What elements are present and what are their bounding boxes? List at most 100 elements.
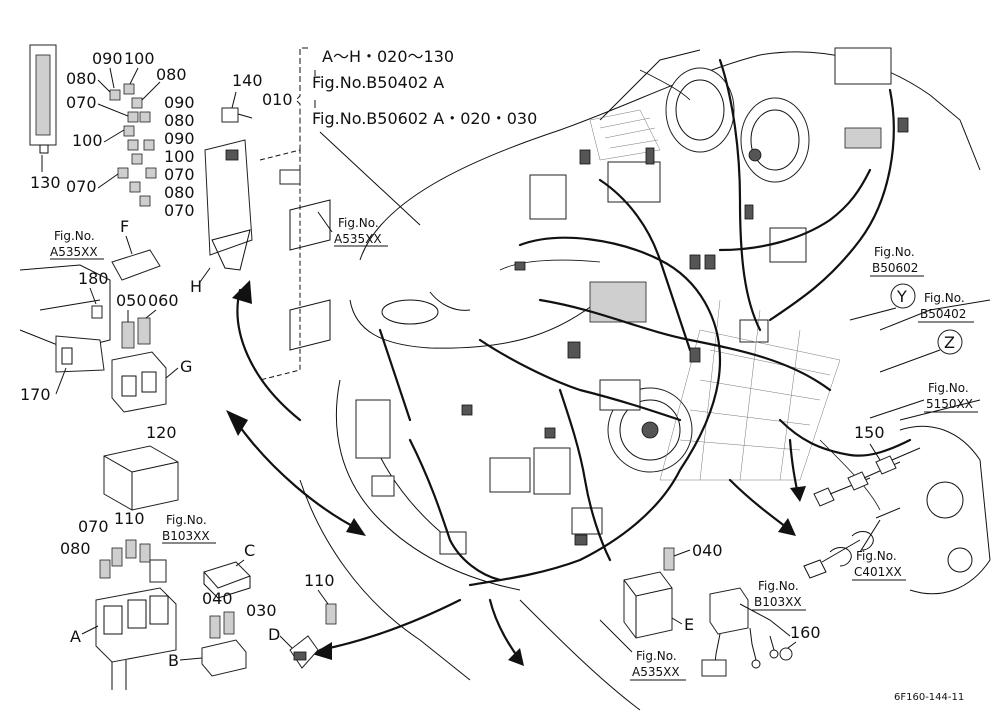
- arrow-e-curve: [728, 478, 792, 532]
- holder-g-cavity: [121, 375, 137, 397]
- fuse: [143, 139, 155, 151]
- mount-plate-2: [289, 299, 331, 351]
- transmission-port: [926, 481, 964, 519]
- fig-ref-code: A535XX: [632, 665, 680, 679]
- fig-ref-code: B50402: [920, 307, 966, 321]
- flow-arrows: [226, 280, 806, 666]
- fig-ref-label: Fig.No.: [338, 216, 379, 230]
- fuse: [131, 97, 143, 109]
- holder-b: [201, 639, 247, 677]
- solenoid-group: Fig.No. B103XX 160: [701, 579, 821, 677]
- letter-y: Y: [896, 287, 907, 306]
- connector-block: [844, 127, 882, 149]
- mount-plate: [289, 199, 331, 251]
- alternator-hub: [641, 421, 659, 439]
- fig-ref-b50602: Fig.No. B50602 Y: [849, 245, 924, 321]
- part-label-100: 100: [72, 131, 103, 150]
- leader: [129, 67, 139, 85]
- shield-net-top: [589, 109, 661, 161]
- fuse: [125, 539, 137, 559]
- part-label-150: 150: [854, 423, 885, 442]
- letter-c: C: [244, 541, 255, 560]
- nut-160: [779, 647, 793, 661]
- harness-plug: [897, 117, 909, 133]
- bracket-h: [204, 139, 253, 256]
- harness-wire-1: [499, 259, 601, 271]
- part-label-010: 010: [262, 90, 293, 109]
- fuse: [127, 111, 139, 123]
- leader: [849, 307, 897, 321]
- leader: [141, 81, 161, 101]
- harness-plug: [645, 147, 655, 165]
- fig-ref-label: Fig.No.: [636, 649, 677, 663]
- fuse-d-group: 110 D: [268, 571, 337, 669]
- leader: [81, 625, 99, 635]
- leader: [869, 443, 881, 461]
- relay-e-group: 040 E Fig.No. A535XX: [599, 541, 723, 681]
- part-label-070: 070: [66, 177, 97, 196]
- frame-lower: [519, 599, 641, 711]
- part-label-080: 080: [164, 111, 195, 130]
- leader: [673, 549, 691, 557]
- hood-emblem: [429, 291, 471, 311]
- part-label-040: 040: [692, 541, 723, 560]
- leader: [279, 635, 293, 649]
- harness-branch-1: [538, 298, 832, 392]
- terminal-ring: [769, 649, 779, 659]
- bolts-150: 150: [803, 423, 921, 579]
- washer: [829, 547, 852, 567]
- part-label-080: 080: [60, 539, 91, 558]
- relay-120: 120: [103, 423, 179, 511]
- fig-ref-label: Fig.No.: [166, 513, 207, 527]
- harness-branch-3: [718, 58, 762, 332]
- header-line-2: Fig.No.B50402 A: [312, 73, 444, 92]
- leader: [787, 641, 797, 649]
- leader: [317, 211, 333, 233]
- leader: [199, 267, 211, 283]
- fig-ref-code: B103XX: [162, 529, 210, 543]
- glow-relay: [607, 161, 661, 203]
- fig-ref-code: A535XX: [334, 232, 382, 246]
- relay-e: [623, 571, 673, 639]
- terminal-lead: [769, 635, 775, 651]
- fig-ref-label: Fig.No.: [928, 381, 969, 395]
- shield-net-mid: [659, 329, 841, 481]
- relay-box-2: [533, 447, 571, 495]
- screw-180: [91, 305, 103, 319]
- fuse: [99, 559, 111, 579]
- fuse: [123, 83, 135, 95]
- fuse-110: [325, 603, 337, 625]
- harness-main: [468, 236, 722, 587]
- bolt: [875, 455, 897, 475]
- leader: [103, 129, 125, 143]
- fuse: [145, 167, 157, 179]
- fig-ref-label: Fig.No.: [924, 291, 965, 305]
- frame-right: [879, 299, 991, 331]
- harness-branch-9: [718, 168, 872, 252]
- bracket-170: [55, 335, 105, 373]
- fuse: [139, 111, 151, 123]
- leader: [235, 559, 245, 567]
- fuse-030: [223, 611, 235, 635]
- harness-plug: [579, 149, 591, 165]
- bolt: [847, 471, 869, 491]
- arrow-d-curve: [318, 598, 462, 652]
- fig-ref-code: B50602: [872, 261, 918, 275]
- fig-ref-code: A535XX: [50, 245, 98, 259]
- relay-module: [589, 281, 647, 323]
- letter-a: A: [70, 627, 81, 646]
- fig-ref-5150xx: Fig.No. 5150XX: [869, 381, 978, 419]
- harness-plug: [514, 261, 526, 271]
- cover-f: [111, 249, 161, 281]
- part-label-090: 090: [92, 49, 123, 68]
- part-label-140: 140: [232, 71, 263, 90]
- fuse-block-a-body: [95, 587, 177, 663]
- harness-branch-5: [478, 338, 682, 422]
- bolt-shank: [237, 113, 253, 119]
- fuse: [127, 139, 139, 151]
- transmission-port: [947, 547, 973, 573]
- harness-plug: [567, 341, 581, 359]
- harness-branch-2: [598, 178, 692, 352]
- leader: [97, 173, 119, 189]
